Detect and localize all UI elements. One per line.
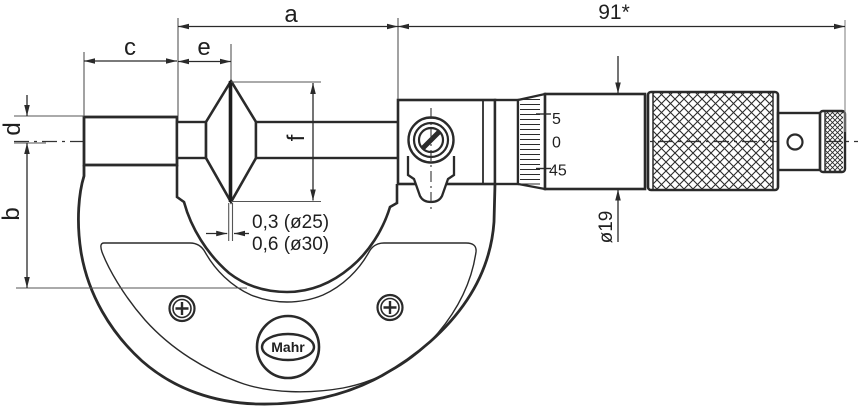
dimension-labels: a 91* c e d b f ø19 0,3 (ø25) 0,6 (ø30) [0,1,630,255]
dim-label-offset-1: 0,3 (ø25) [252,212,329,233]
sleeve-barrel [493,98,520,186]
frame-inset-panel [100,242,477,393]
logo-oval [260,332,316,362]
screw-right [376,293,404,322]
dim-label-d: d [0,122,26,135]
spindle [254,120,400,160]
screw-cross-slot [383,301,397,314]
anvil-block [82,115,179,167]
dim-label-f: f [283,134,310,141]
measuring-cone [204,78,258,205]
thimble [543,92,647,191]
spindle-step [175,120,208,160]
dim-label-91: 91* [598,1,630,24]
screw-cross-slot [175,302,189,315]
dim-label-offset-2: 0,6 (ø30) [252,234,329,255]
dim-label-b: b [0,207,25,220]
dim-label-a: a [284,1,298,28]
logo-text: Mahr [271,339,305,355]
spindle-lock [406,108,456,210]
dim-label-dia19: ø19 [596,211,617,244]
stem-hole [786,133,804,151]
scale-number-5: 5 [552,111,561,128]
thimble-scale: 5 0 45 [536,111,567,180]
scale-number-45: 45 [549,163,567,180]
dimension-lines [24,23,845,288]
bevel-graduation-ticks [520,98,540,185]
screw-left [168,294,196,323]
ratchet-stop [818,109,847,174]
scale-number-0: 0 [552,135,561,152]
thimble-bevel [516,92,547,191]
extension-lines [14,18,399,289]
mahr-logo: Mahr [255,314,321,380]
thimble-grip [646,90,780,192]
dim-label-c: c [124,34,136,61]
frame [77,165,497,406]
frame-inner-opening [175,165,399,294]
frame-outer-edge [77,165,497,406]
dim-label-e: e [197,34,210,61]
